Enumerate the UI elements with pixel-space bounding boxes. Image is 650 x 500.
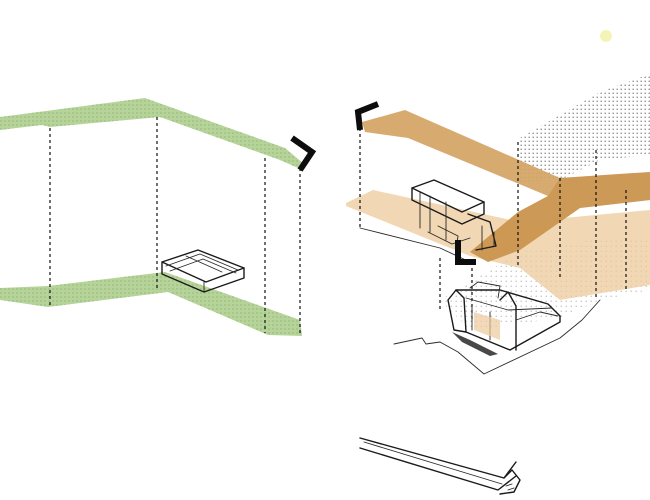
- left-view-marker: [290, 135, 317, 172]
- bottom-rail-sketch: [359, 437, 521, 495]
- top-green-band-texture: [0, 98, 304, 168]
- table-chairs-sketch: [411, 179, 497, 251]
- bottom-green-band-texture: [0, 272, 302, 336]
- lower-floor-outline: [393, 299, 601, 375]
- left-view: [0, 98, 317, 336]
- bench-sketch: [161, 249, 245, 293]
- sofa-cushion-shade: [474, 312, 500, 340]
- grey-mass-upper: [520, 74, 650, 182]
- middle-view-marker: [455, 240, 476, 265]
- sun-dot: [600, 30, 612, 42]
- sofa-sketch: [447, 281, 561, 356]
- right-view-marker: [354, 101, 380, 131]
- ochre-corridor: [362, 110, 650, 262]
- sofa-floor-shadow: [452, 332, 498, 356]
- right-view: [346, 74, 650, 495]
